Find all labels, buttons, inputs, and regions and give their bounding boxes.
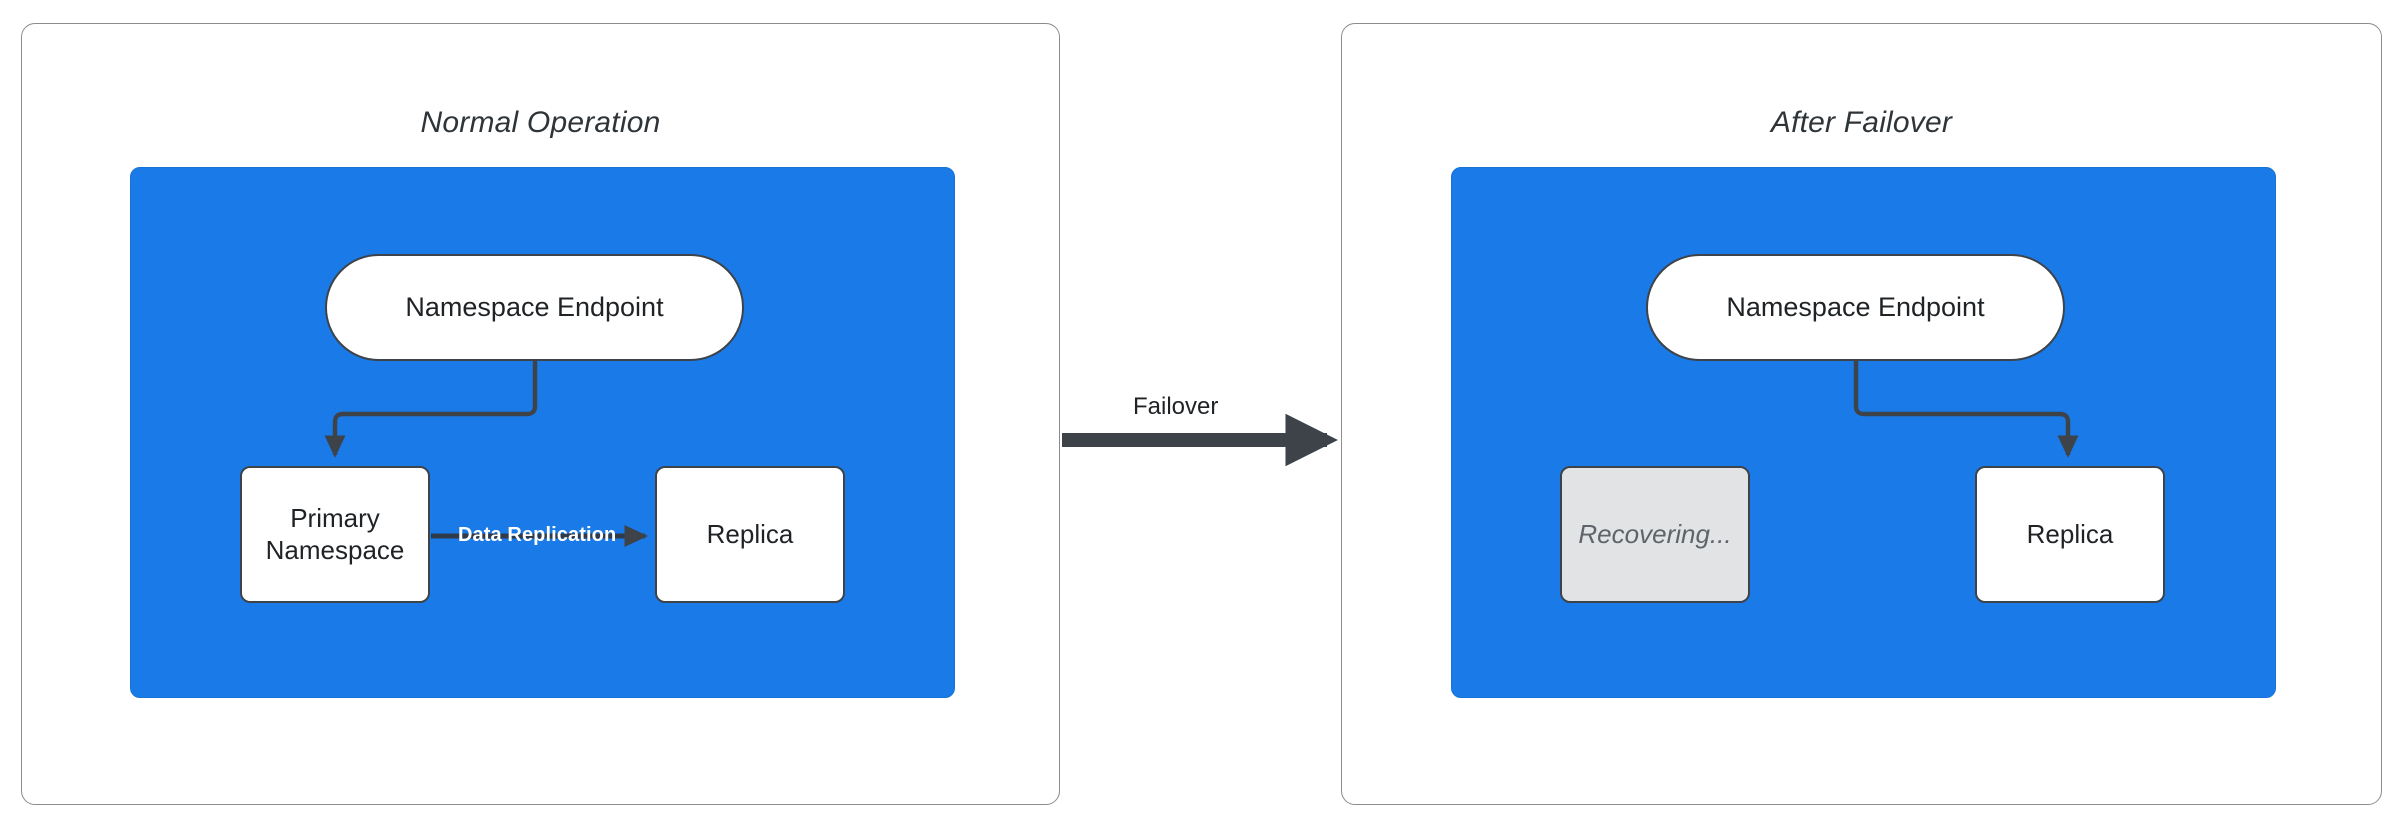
node-namespace-endpoint-right[interactable]: Namespace Endpoint <box>1646 254 2065 361</box>
panel-title-normal-operation: Normal Operation <box>420 106 661 139</box>
panel-title-after-failover: After Failover <box>1770 106 1953 139</box>
node-label: Recovering... <box>1578 518 1732 549</box>
node-namespace-endpoint-left[interactable]: Namespace Endpoint <box>325 254 744 361</box>
node-label: Namespace Endpoint <box>1726 292 1985 323</box>
node-primary-namespace[interactable]: Primary Namespace <box>240 466 430 603</box>
edge-label-failover: Failover <box>1133 393 1219 420</box>
region-primary-deployment-left <box>130 167 955 698</box>
node-replica-left[interactable]: Replica <box>655 466 845 603</box>
node-recovering[interactable]: Recovering... <box>1560 466 1750 603</box>
node-label: Replica <box>706 518 794 549</box>
node-label: Namespace Endpoint <box>405 292 664 323</box>
edge-label-data-replication: Data Replication <box>458 524 617 546</box>
node-label-line-2: Namespace <box>265 534 405 565</box>
region-primary-deployment-right <box>1451 167 2276 698</box>
node-label: Primary Namespace <box>266 503 405 566</box>
node-label: Replica <box>2026 518 2114 549</box>
node-label-line-1: Primary <box>290 502 380 533</box>
node-replica-right[interactable]: Replica <box>1975 466 2165 603</box>
